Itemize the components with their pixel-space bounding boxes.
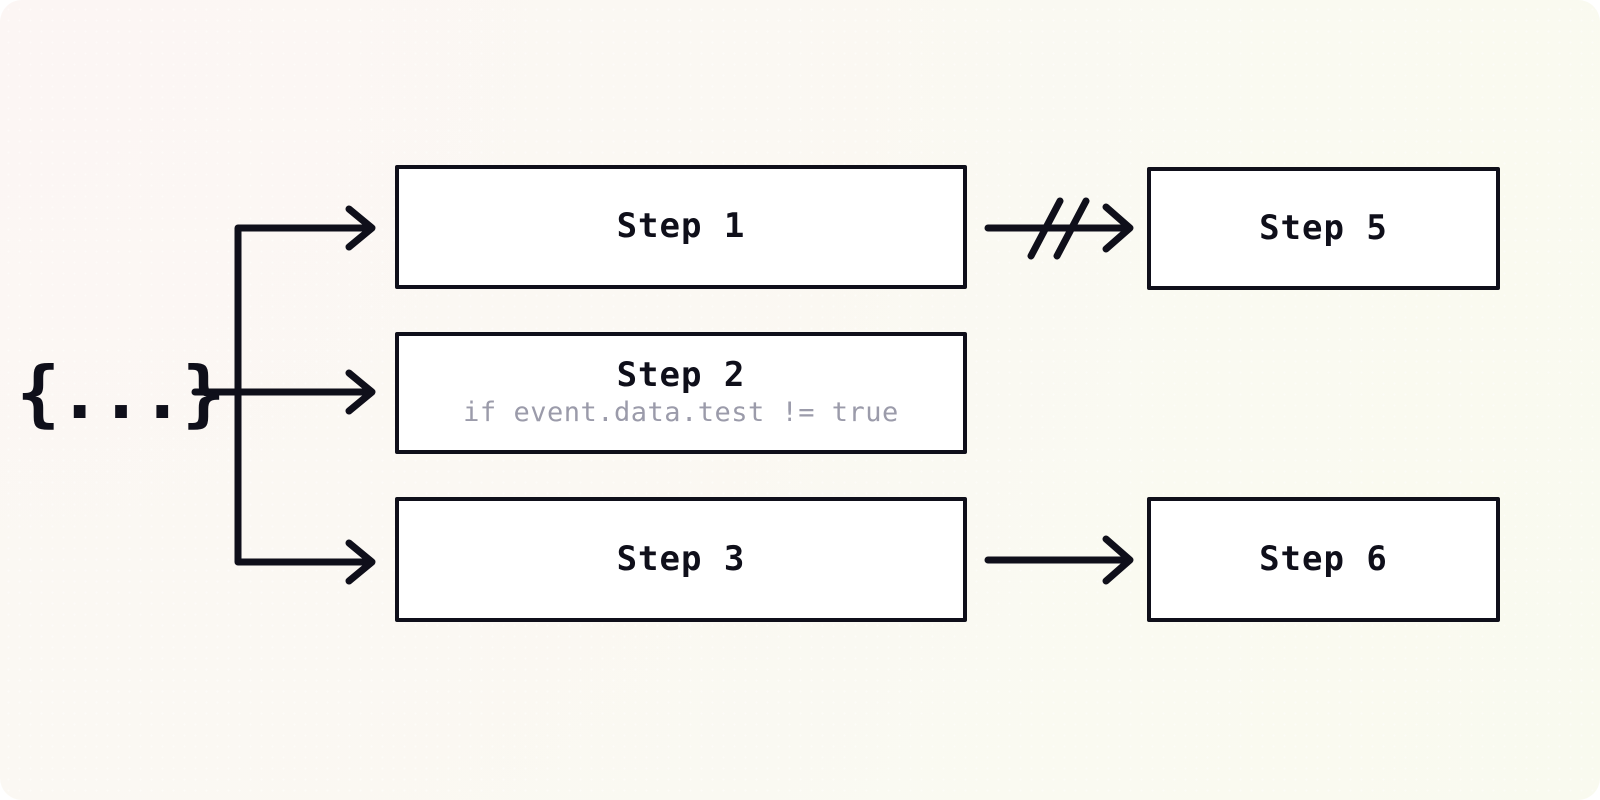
step-condition: if event.data.test != true (463, 397, 899, 429)
connector-fork-to-step-3-arrowhead (345, 539, 376, 585)
connector-step-3-to-step-6-arrowhead (1102, 535, 1134, 585)
event-source-glyph: {...} (16, 351, 226, 435)
step-box-step-2[interactable]: Step 2 if event.data.test != true (395, 332, 967, 454)
step-title: Step 2 (616, 355, 746, 396)
connector-fork-to-step-1-arrowhead (345, 205, 376, 251)
blocked-slash-icon-a (1027, 197, 1064, 260)
step-title: Step 5 (1259, 207, 1388, 248)
connector-fork-to-step-2-arrowhead (345, 369, 376, 415)
step-box-step-3[interactable]: Step 3 (395, 497, 967, 622)
step-title: Step 6 (1259, 538, 1388, 579)
step-box-step-5[interactable]: Step 5 (1147, 167, 1500, 290)
step-title: Step 3 (616, 538, 746, 579)
step-box-step-6[interactable]: Step 6 (1147, 497, 1500, 622)
step-title: Step 1 (616, 206, 746, 247)
connector-step-1-to-step-5-arrowhead (1102, 203, 1134, 253)
step-box-step-1[interactable]: Step 1 (395, 165, 967, 289)
blocked-slash-icon-b (1053, 197, 1090, 260)
